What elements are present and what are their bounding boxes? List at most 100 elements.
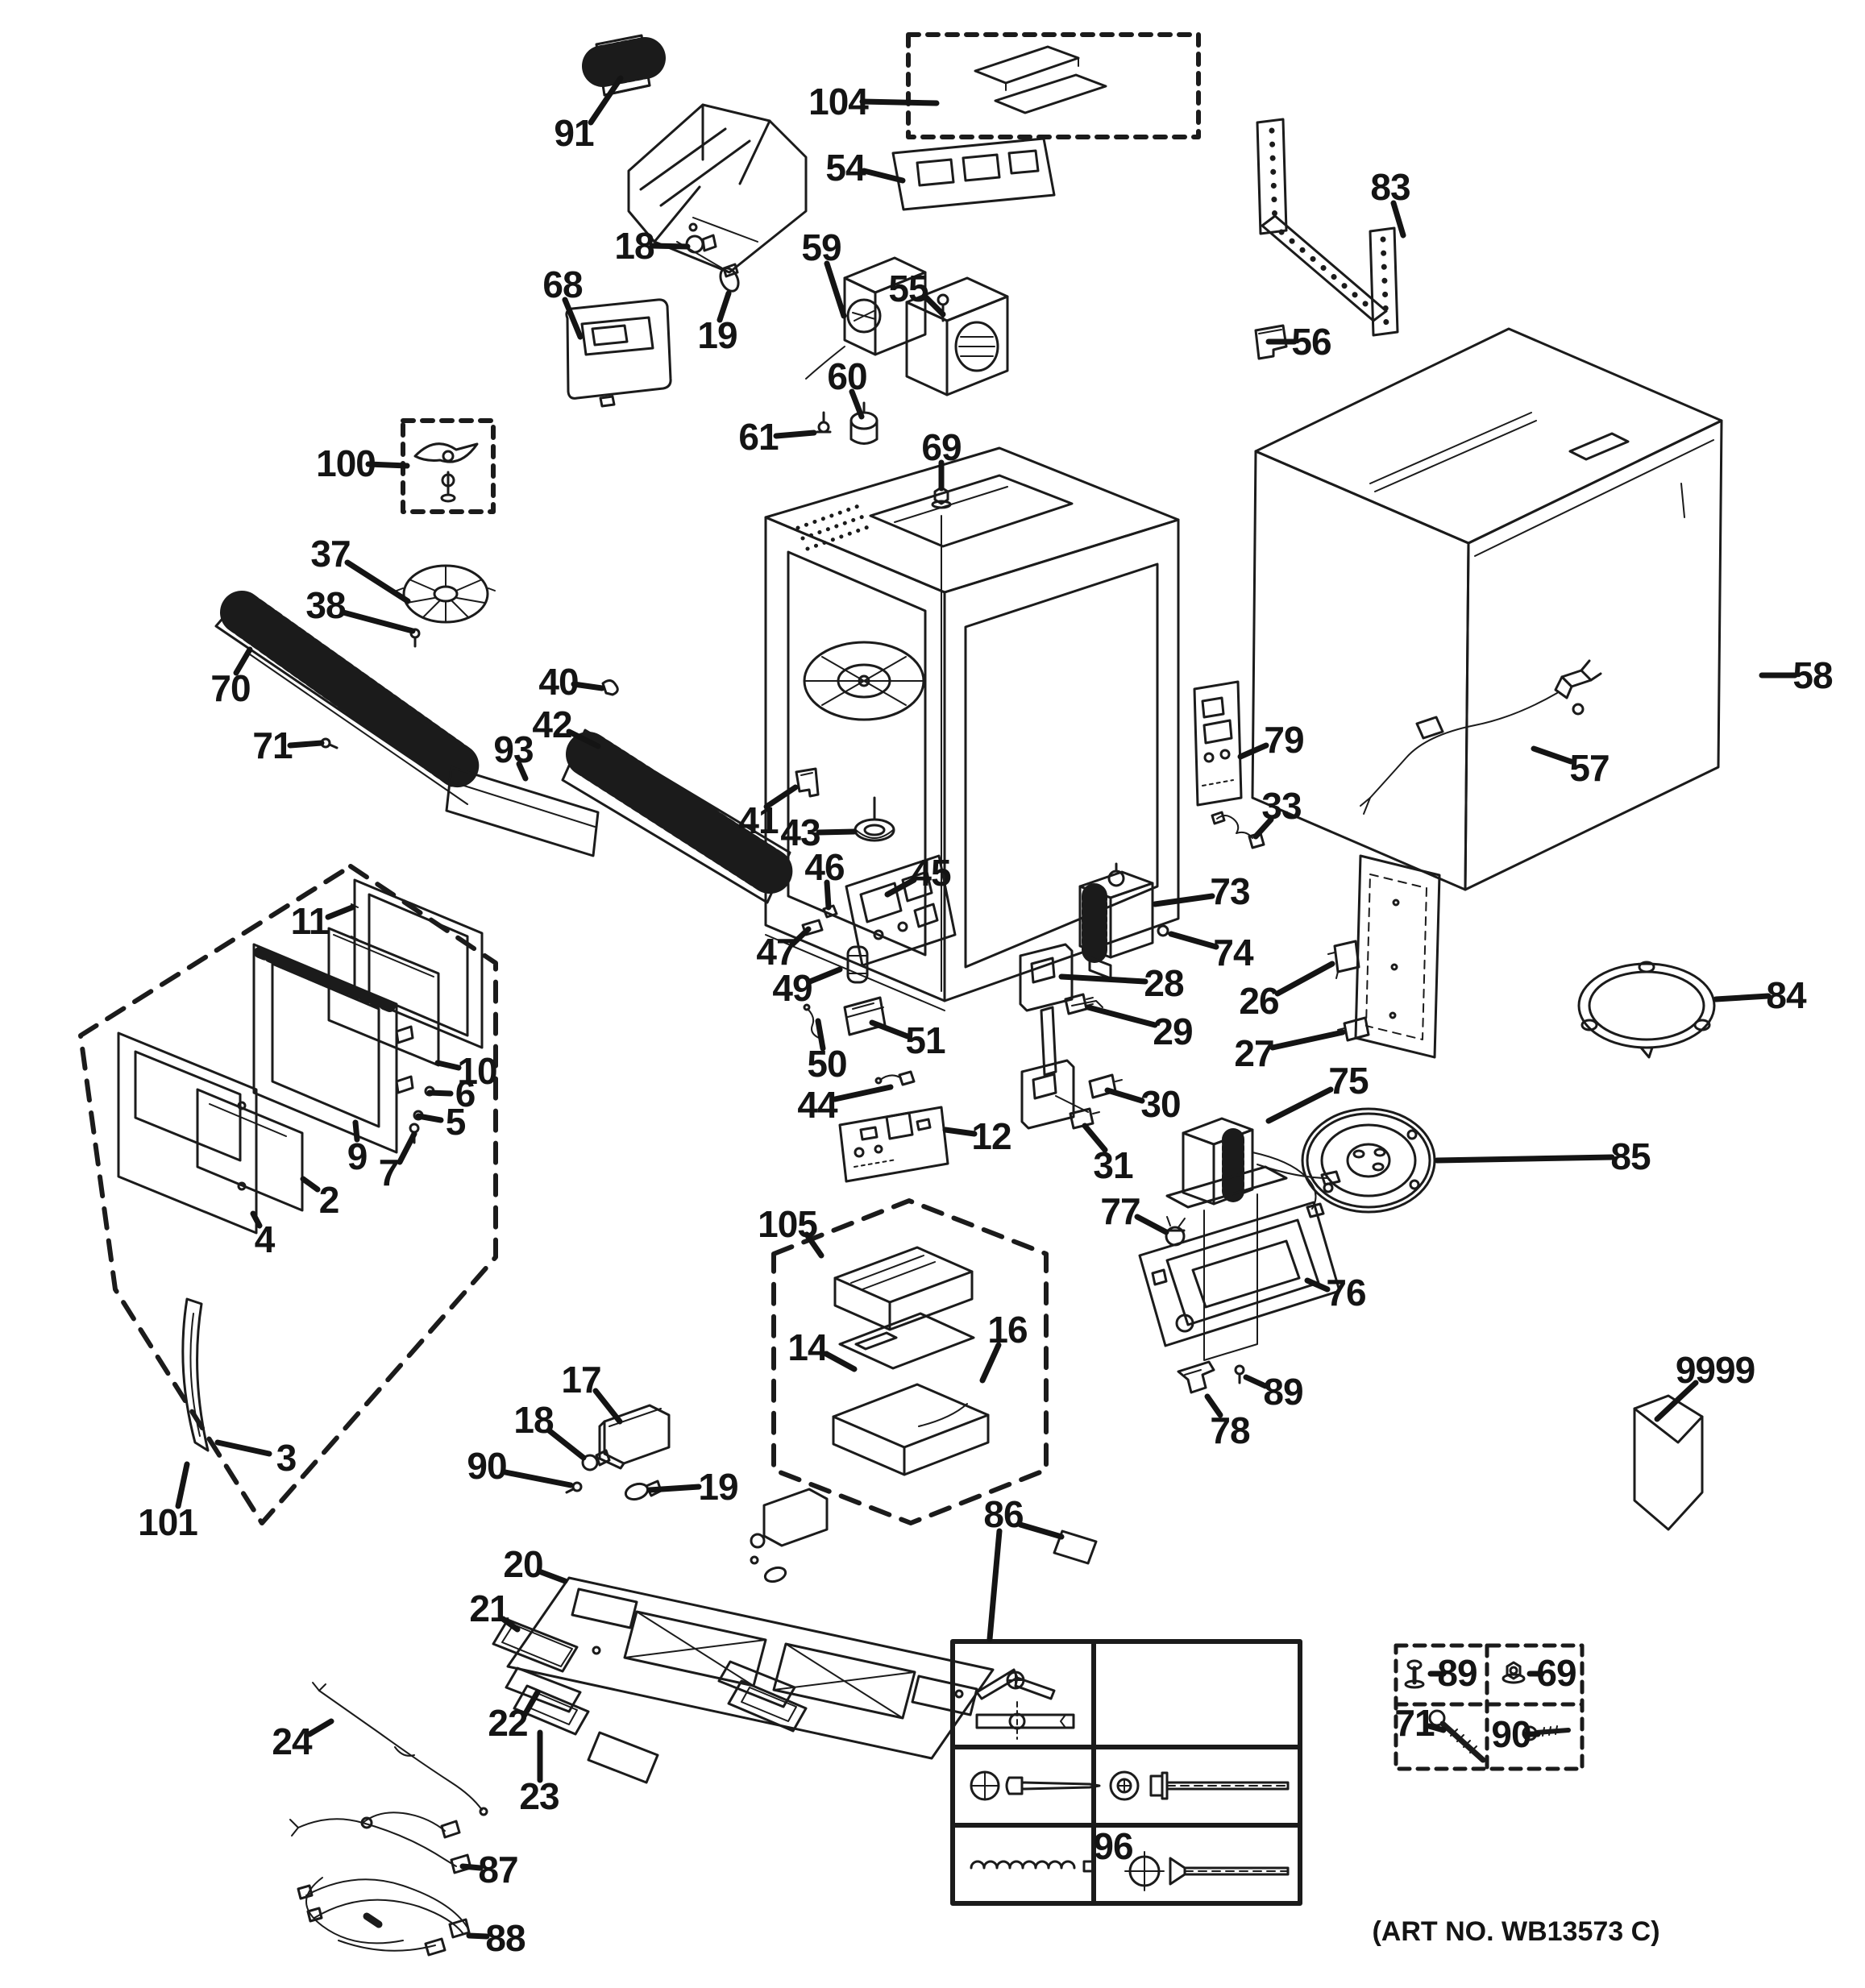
part-58-case-wrapper [1251,327,1723,891]
callout-91: 91 [554,112,594,154]
hardware-table [950,1639,1302,1906]
leader-55 [921,293,946,317]
callout-50: 50 [807,1043,846,1085]
leader-49 [807,966,843,985]
part-61-thermistor [816,411,832,434]
part-9999-literature-pack [1633,1394,1704,1531]
callout-9999: 9999 [1676,1349,1755,1391]
callout-6: 6 [455,1073,476,1114]
part-44-sensor-wire [874,1070,916,1086]
callout-60: 60 [827,355,866,397]
part-105-smartboard-kit-outline [771,1198,1049,1525]
spring-coil-strip-icon [970,1860,1095,1873]
toggle-anchor-bolt-icon [975,1668,1075,1740]
part-42-charcoal-filter [561,728,796,904]
callout-59: 59 [801,226,841,268]
leader-47 [789,926,812,948]
callout-76: 76 [1326,1272,1365,1314]
leader-101 [175,1461,190,1509]
part-101-door-assembly-outline [78,864,498,1525]
pan-head-pointed-screw-icon [970,1770,1101,1801]
callout-79: 79 [1264,719,1303,761]
part-41-bracket [795,767,820,798]
leader-37 [344,559,411,604]
callout-23: 23 [519,1775,559,1817]
callout-9: 9 [347,1135,368,1177]
callout-22: 22 [488,1702,527,1744]
leader-59 [824,260,847,319]
callout-74: 74 [1213,932,1254,973]
part-cavity-assembly [764,446,1180,1011]
hex-flange-nut-icon [1502,1661,1526,1684]
part-26-switch [1327,940,1360,979]
part-56-bracket [1254,324,1288,360]
leader-28 [1058,973,1148,985]
callout-5: 5 [446,1101,466,1143]
leader-31 [1082,1123,1108,1153]
callout-47: 47 [756,931,795,973]
part-79-control-board [1193,680,1243,807]
callout-84: 84 [1766,974,1807,1016]
leader-84 [1713,993,1772,1002]
callout-37: 37 [310,533,350,575]
callout-19: 19 [697,314,737,356]
callout-88: 88 [485,1917,525,1959]
callout-30: 30 [1140,1083,1180,1125]
callout-28: 28 [1144,962,1184,1004]
part-88-harness-main [297,1877,471,1957]
leader-18 [649,243,691,250]
leader-29 [1085,1004,1158,1028]
callout-19: 19 [698,1466,737,1508]
part-filter-set-2 [717,1660,808,1733]
part-rear-vent-panel [1354,854,1441,1059]
leader-74 [1168,931,1219,950]
leader-75 [1265,1086,1334,1124]
leader-54 [861,168,906,184]
part-second-light-housing [750,1488,829,1583]
callout-44: 44 [797,1084,838,1126]
callout-26: 26 [1239,980,1278,1022]
callout-3: 3 [276,1437,297,1479]
leader-11 [325,904,355,920]
leader-70 [233,646,253,676]
callout-24: 24 [272,1720,313,1762]
leader-40 [571,681,605,691]
leader-19 [717,290,732,323]
hardware-legend [1394,1643,1585,1771]
part-86-sample-sheet [1053,1529,1098,1565]
callout-31: 31 [1093,1144,1133,1186]
leader-4 [250,1210,263,1229]
callout-77: 77 [1100,1190,1140,1232]
leader-5 [415,1113,444,1123]
leader-41 [763,784,799,810]
callout-43: 43 [780,811,820,853]
part-18-lamp-socket-bottom [581,1449,611,1471]
part-60-stirrer-motor [849,401,879,445]
part-9-door-frame [252,943,414,1154]
callout-17: 17 [561,1359,600,1401]
leader-71 [287,740,325,749]
leader-22 [521,1689,541,1718]
part-83-mounting-bracket [1256,118,1399,337]
part-4-door-outer-panel [117,1031,258,1235]
part-70-front-grille [214,591,481,805]
callout-14: 14 [787,1326,829,1368]
part-78-bracket [1177,1360,1215,1394]
part-43-coupler [854,796,895,842]
part-54-top-trim [891,137,1056,211]
part-top-hanger-frame [627,103,808,274]
leader-89 [1243,1374,1269,1389]
callout-33: 33 [1261,785,1301,827]
leader-7 [397,1131,417,1165]
leader-86 [1017,1521,1065,1540]
leader-21 [500,1616,521,1633]
callout-86: 86 [983,1493,1023,1535]
leader-50 [815,1018,826,1052]
callout-41: 41 [738,799,779,841]
callout-69: 69 [1536,1652,1576,1694]
leader-91 [588,75,624,126]
